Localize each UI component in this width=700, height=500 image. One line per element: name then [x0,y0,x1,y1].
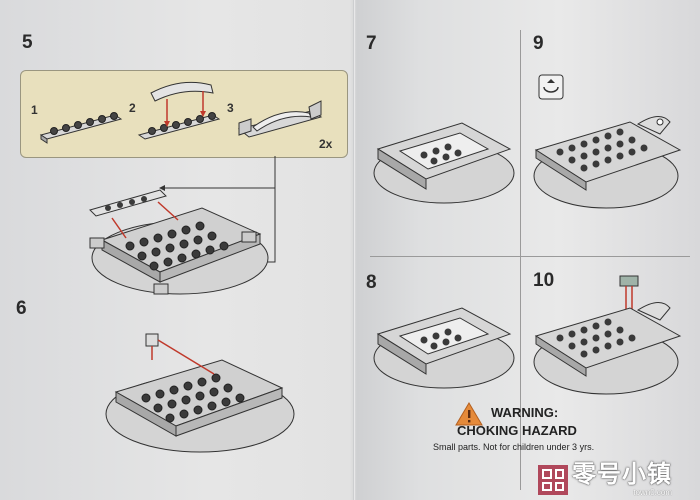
warning-triangle-icon [455,402,483,426]
step8-model [373,307,515,389]
step10-model [533,275,682,395]
plate-1x6 [39,112,123,144]
panel-divider-vertical [520,30,521,490]
step-number-7: 7 [366,33,377,54]
watermark: 零号小镇 town0.com [538,462,672,498]
plate-with-arch [137,81,221,140]
step-number-9: 9 [533,33,544,54]
warning-title: WARNING: [491,405,559,420]
subassembly-illustration [39,81,323,144]
substep-1: 1 [31,103,38,117]
rotate-model-icon [538,74,564,100]
step6-model [105,333,295,453]
warning-small-print: Small parts. Not for children under 3 yr… [433,442,595,452]
step9-model [533,116,682,209]
watermark-text: 零号小镇 [572,461,672,488]
subassembly-callout: 1 2 3 2x [20,70,348,158]
substep-2: 2 [129,101,136,115]
substep-3: 3 [227,101,234,115]
watermark-logo-icon [538,465,568,495]
step-number-6: 6 [16,298,27,319]
page-fold [353,0,356,500]
step-number-10: 10 [533,270,555,291]
panel-divider-horizontal [370,256,690,257]
completed-arch-piece [237,100,323,138]
step-number-5: 5 [22,32,33,53]
quantity-label: 2x [319,137,333,151]
step-number-8: 8 [366,272,377,293]
watermark-url: town0.com [633,488,672,497]
warning-subtitle: CHOKING HAZARD [457,423,577,438]
step5-model [89,189,269,295]
step7-model [373,122,515,204]
